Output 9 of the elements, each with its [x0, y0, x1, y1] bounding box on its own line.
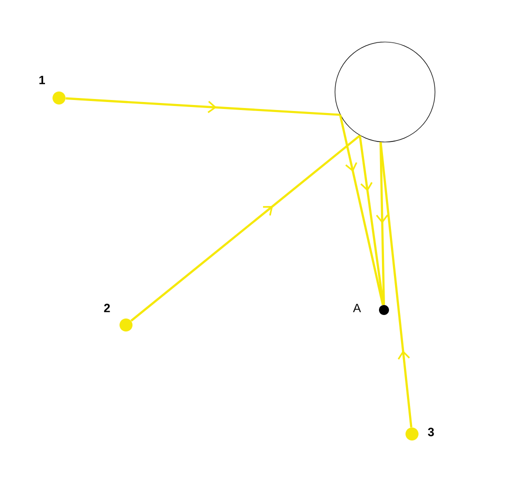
point-label: A	[353, 304, 361, 312]
point-dot	[406, 427, 418, 440]
circle-drawing	[334, 42, 436, 142]
point-dot	[379, 305, 389, 315]
point-label: 3	[428, 428, 434, 436]
point-dot	[120, 318, 132, 332]
point-dot	[52, 92, 66, 104]
point-label: 2	[104, 304, 110, 312]
point-label: 1	[39, 76, 45, 84]
